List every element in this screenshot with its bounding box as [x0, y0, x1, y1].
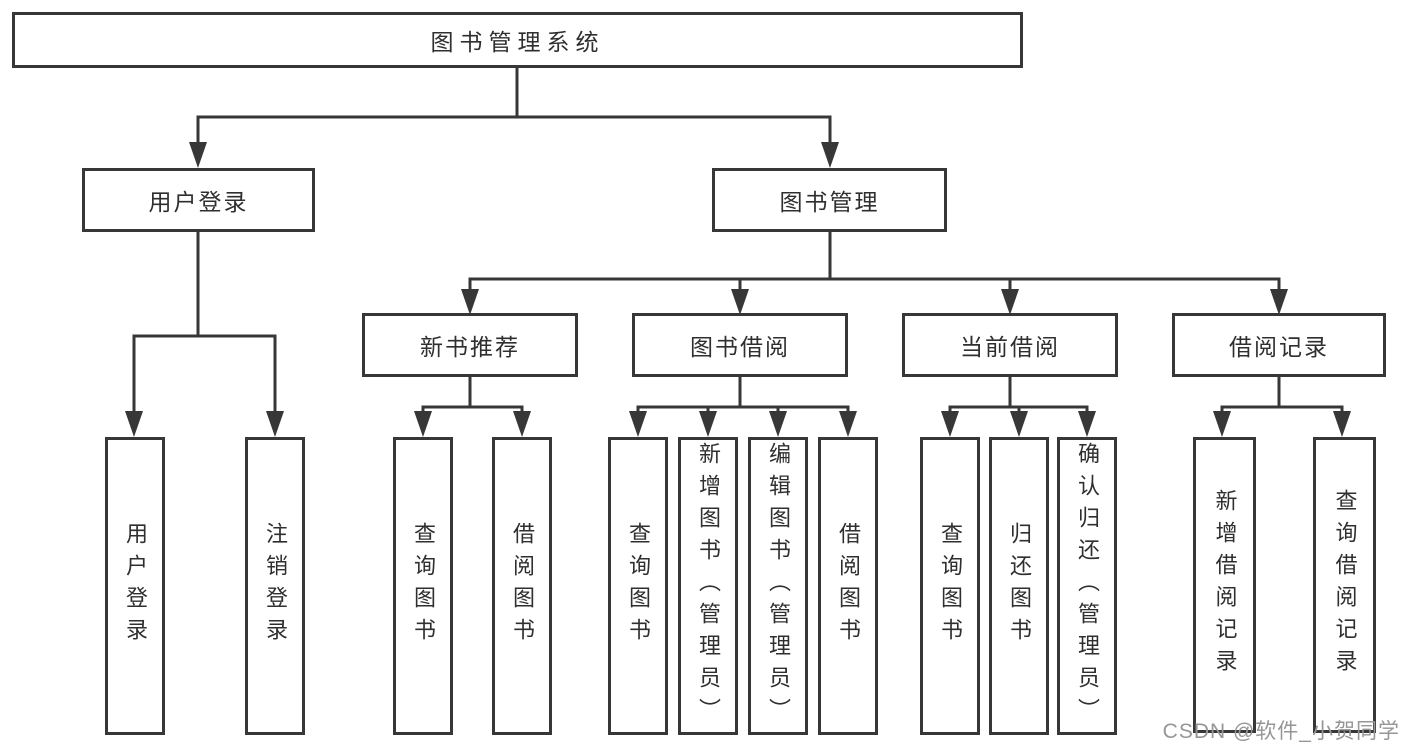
leaf-current-return-books-label: 归还图书 [1007, 522, 1032, 650]
leaf-current-confirm-return-admin-label: 确认归还（管理员） [1075, 442, 1100, 730]
node-new-book-recommendation: 新书推荐 [362, 313, 578, 377]
node-borrowing-records-label: 借阅记录 [1229, 334, 1329, 360]
leaf-records-add-record-label: 新增借阅记录 [1212, 489, 1238, 681]
node-root: 图书管理系统 [12, 12, 1023, 68]
leaf-borrowing-add-books-admin-label: 新增图书（管理员） [696, 442, 721, 730]
leaf-user-login: 用户登录 [105, 437, 165, 735]
leaf-user-login-label: 用户登录 [123, 522, 148, 650]
leaf-logout-label: 注销登录 [263, 522, 288, 650]
leaf-newrec-borrow-books: 借阅图书 [492, 437, 552, 735]
node-current-borrowing: 当前借阅 [902, 313, 1118, 377]
node-current-borrowing-label: 当前借阅 [960, 334, 1060, 360]
leaf-borrowing-borrow-books-label: 借阅图书 [836, 522, 861, 650]
node-book-management: 图书管理 [712, 168, 947, 232]
node-book-management-label: 图书管理 [779, 189, 880, 215]
leaf-borrowing-query-books-label: 查询图书 [626, 522, 651, 650]
node-user-login-label: 用户登录 [148, 189, 249, 215]
leaf-newrec-query-books-label: 查询图书 [411, 522, 436, 650]
leaf-borrowing-edit-books-admin: 编辑图书（管理员） [748, 437, 808, 735]
node-new-book-recommendation-label: 新书推荐 [420, 334, 520, 360]
leaf-current-return-books: 归还图书 [989, 437, 1049, 735]
leaf-records-query-record: 查询借阅记录 [1313, 437, 1376, 733]
csdn-watermark: CSDN @软件_小贺同学 [1162, 720, 1400, 743]
node-user-login: 用户登录 [82, 168, 315, 232]
leaf-records-query-record-label: 查询借阅记录 [1332, 489, 1358, 681]
node-book-borrowing: 图书借阅 [632, 313, 848, 377]
leaf-newrec-query-books: 查询图书 [393, 437, 453, 735]
leaf-newrec-borrow-books-label: 借阅图书 [510, 522, 535, 650]
leaf-borrowing-query-books: 查询图书 [608, 437, 668, 735]
node-root-label: 图书管理系统 [430, 29, 605, 55]
leaf-borrowing-borrow-books: 借阅图书 [818, 437, 878, 735]
leaf-current-confirm-return-admin: 确认归还（管理员） [1057, 437, 1117, 735]
leaf-current-query-books-label: 查询图书 [938, 522, 963, 650]
leaf-records-add-record: 新增借阅记录 [1193, 437, 1256, 733]
node-book-borrowing-label: 图书借阅 [690, 334, 790, 360]
node-borrowing-records: 借阅记录 [1172, 313, 1386, 377]
leaf-current-query-books: 查询图书 [920, 437, 980, 735]
leaf-borrowing-edit-books-admin-label: 编辑图书（管理员） [766, 442, 791, 730]
leaf-borrowing-add-books-admin: 新增图书（管理员） [678, 437, 738, 735]
leaf-logout: 注销登录 [245, 437, 305, 735]
